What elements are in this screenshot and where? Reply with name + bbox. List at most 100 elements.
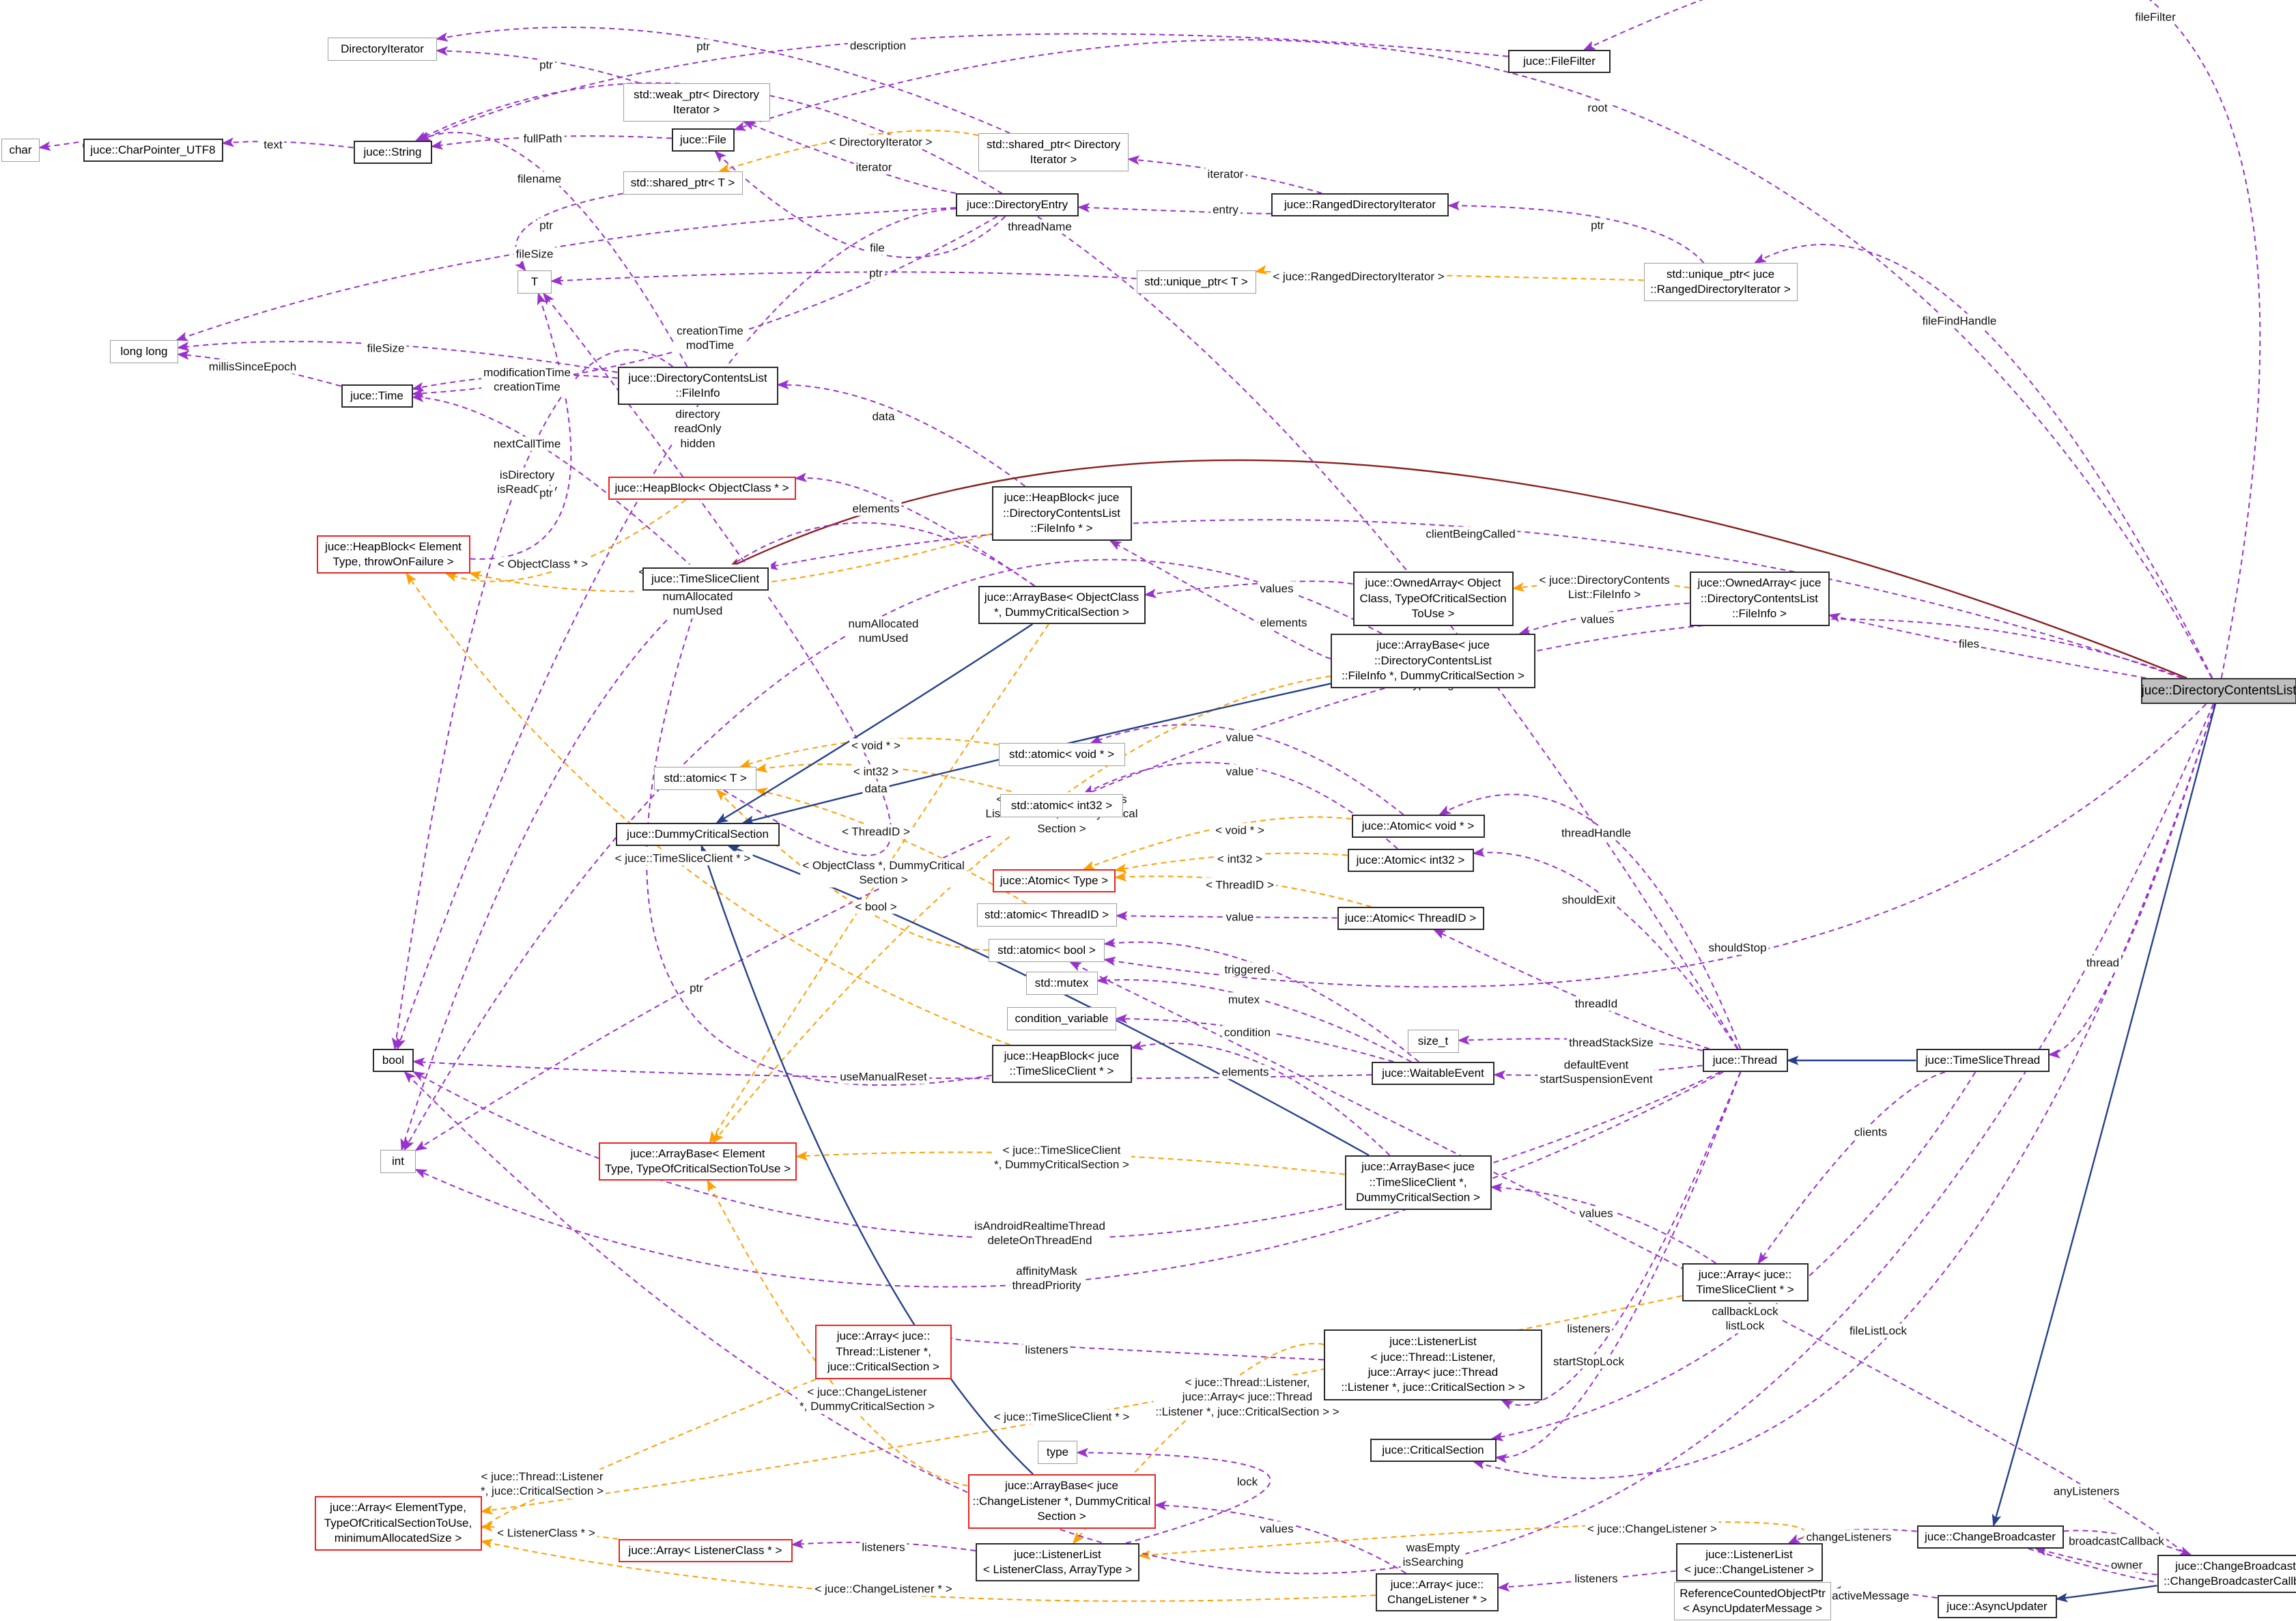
node-ab-element[interactable]: juce::ArrayBase< Element Type, TypeOfCri…: [599, 1142, 797, 1181]
node-arr-tsc[interactable]: juce::Array< juce:: TimeSliceClient * >: [1682, 1263, 1809, 1301]
node-atomic-voidp-j[interactable]: juce::Atomic< void * >: [1351, 815, 1485, 838]
node-changebroadcaster[interactable]: juce::ChangeBroadcaster: [1916, 1525, 2064, 1549]
edge-ab_changelistener-to-ab_element: [707, 1179, 968, 1486]
node-cbc[interactable]: juce::ChangeBroadcaster ::ChangeBroadcas…: [2157, 1555, 2296, 1593]
edge-arr_listenerclass-to-arr_element: [480, 1522, 619, 1540]
node-timesliceclient[interactable]: juce::TimeSliceClient: [642, 567, 769, 591]
edge-direntry-to-file: [714, 150, 1006, 258]
edge-atomic_threadid_j-to-atomic_type_j: [1114, 872, 1372, 907]
edge-dcl-to-atomic_bool: [1103, 703, 2207, 988]
node-char[interactable]: char: [1, 139, 40, 162]
edge-atomic_int32_j-to-atomic_type_j: [1114, 852, 1348, 873]
edge-hb_element-to-T: [470, 292, 572, 560]
node-hb-objectclass[interactable]: juce::HeapBlock< ObjectClass * >: [608, 477, 796, 500]
node-ab-fileinfo[interactable]: juce::ArrayBase< juce ::DirectoryContent…: [1331, 634, 1535, 688]
node-ll-generic[interactable]: juce::ListenerList < ListenerClass, Arra…: [976, 1543, 1139, 1581]
edge-thread-to-size_t: [1457, 1035, 1703, 1052]
node-T[interactable]: T: [518, 270, 552, 294]
node-atomic-int32-j[interactable]: juce::Atomic< int32 >: [1347, 849, 1474, 872]
edge-ab_fileinfo-to-int: [403, 559, 1383, 1151]
node-atomic-int32[interactable]: std::atomic< int32 >: [1000, 794, 1123, 817]
node-size-t[interactable]: size_t: [1407, 1030, 1459, 1053]
node-oa-fileinfo[interactable]: juce::OwnedArray< juce ::DirectoryConten…: [1689, 572, 1830, 626]
edge-rangeddi-to-shared_ptr_di: [1127, 155, 1322, 194]
edge-oa_fileinfo-to-ab_fileinfo: [1518, 602, 1690, 635]
node-hb-tsc[interactable]: juce::HeapBlock< juce ::TimeSliceClient …: [991, 1045, 1132, 1083]
node-dcl[interactable]: juce::DirectoryContentsList: [2141, 678, 2296, 704]
edge-oa_fileinfo-to-oa_generic: [1512, 581, 1690, 592]
edge-weak_ptr_di-to-dir_iterator: [436, 46, 640, 84]
edge-ab_objectclass-to-dummycs: [715, 623, 1034, 824]
node-direntry[interactable]: juce::DirectoryEntry: [956, 193, 1079, 216]
node-atomic-voidp[interactable]: std::atomic< void * >: [998, 743, 1125, 766]
node-waitable[interactable]: juce::WaitableEvent: [1372, 1062, 1494, 1085]
node-bool[interactable]: bool: [373, 1049, 414, 1072]
node-arr-threadlistener[interactable]: juce::Array< juce:: Thread::Listener *, …: [815, 1325, 952, 1379]
node-unique-ptr-t[interactable]: std::unique_ptr< T >: [1136, 270, 1256, 294]
node-longlong[interactable]: long long: [110, 340, 178, 363]
edge-dcl-to-changebroadcaster: [1992, 703, 2217, 1527]
edge-shared_ptr_t-to-T: [515, 193, 623, 272]
edge-ll_thread-to-arr_threadlistener: [939, 1335, 1324, 1361]
node-charpointer[interactable]: juce::CharPointer_UTF8: [83, 139, 223, 162]
node-atomic-type-j[interactable]: juce::Atomic< Type >: [993, 869, 1116, 892]
edge-thread-to-int: [414, 1071, 1724, 1288]
node-atomic-t[interactable]: std::atomic< T >: [654, 767, 756, 790]
node-atomic-threadid-j[interactable]: juce::Atomic< ThreadID >: [1337, 907, 1484, 930]
node-ab-changelistener[interactable]: juce::ArrayBase< juce ::ChangeListener *…: [967, 1474, 1156, 1529]
node-filefilter[interactable]: juce::FileFilter: [1508, 50, 1611, 73]
node-oa-generic[interactable]: juce::OwnedArray< Object Class, TypeOfCr…: [1352, 572, 1514, 626]
node-time[interactable]: juce::Time: [341, 384, 413, 408]
node-hb-element[interactable]: juce::HeapBlock< Element Type, throwOnFa…: [316, 535, 470, 574]
edge-cbc-to-changebroadcaster: [2034, 1547, 2157, 1575]
node-type[interactable]: type: [1038, 1441, 1077, 1464]
node-criticalsection[interactable]: juce::CriticalSection: [1370, 1439, 1497, 1462]
node-atomic-threadid[interactable]: std::atomic< ThreadID >: [976, 903, 1117, 927]
edge-atomic_threadid_j-to-atomic_threadid: [1115, 911, 1337, 921]
node-int[interactable]: int: [380, 1150, 416, 1173]
node-ll-thread[interactable]: juce::ListenerList < juce::Thread::Liste…: [1324, 1329, 1542, 1400]
node-file[interactable]: juce::File: [672, 128, 735, 152]
node-dummycs[interactable]: juce::DummyCriticalSection: [616, 823, 780, 846]
node-weak-ptr-di[interactable]: std::weak_ptr< Directory Iterator >: [623, 83, 770, 122]
node-ab-tsc[interactable]: juce::ArrayBase< juce ::TimeSliceClient …: [1344, 1155, 1492, 1210]
node-asyncupdater[interactable]: juce::AsyncUpdater: [1937, 1595, 2057, 1618]
node-condvar[interactable]: condition_variable: [1007, 1007, 1116, 1030]
edge-atomic_int32-to-atomic_t: [755, 763, 1021, 795]
node-rangeddi[interactable]: juce::RangedDirectoryIterator: [1271, 193, 1449, 216]
edge-thread-to-criticalsection: [1494, 1071, 1742, 1464]
edge-ab_changelistener-to-dummycs: [700, 845, 1034, 1475]
node-arr-changelistener[interactable]: juce::Array< juce:: ChangeListener * >: [1376, 1573, 1499, 1611]
edge-atomic_voidp_j-to-atomic_voidp: [1090, 724, 1404, 815]
node-atomic-bool[interactable]: std::atomic< bool >: [989, 939, 1105, 962]
node-dir-iterator[interactable]: DirectoryIterator: [328, 38, 437, 61]
edge-arr_tsc-to-ab_tsc: [1490, 1183, 1716, 1264]
node-shared-ptr-t[interactable]: std::shared_ptr< T >: [623, 171, 743, 195]
node-mutex[interactable]: std::mutex: [1025, 972, 1098, 995]
node-shared-ptr-di[interactable]: std::shared_ptr< Directory Iterator >: [978, 133, 1129, 171]
node-tst[interactable]: juce::TimeSliceThread: [1916, 1049, 2050, 1072]
edge-rangeddi-to-direntry: [1077, 203, 1272, 214]
node-ab-objectclass[interactable]: juce::ArrayBase< ObjectClass *, DummyCri…: [978, 586, 1146, 624]
node-arr-listenerclass[interactable]: juce::Array< ListenerClass * >: [618, 1539, 793, 1562]
node-ll-changelistener[interactable]: juce::ListenerList < juce::ChangeListene…: [1675, 1543, 1823, 1581]
edge-shared_ptr_di-to-shared_ptr_t: [718, 130, 979, 173]
node-thread[interactable]: juce::Thread: [1702, 1049, 1788, 1072]
node-string[interactable]: juce::String: [353, 141, 432, 164]
node-arr-element[interactable]: juce::Array< ElementType, TypeOfCritical…: [314, 1496, 482, 1551]
edge-unique_ptr_rdi-to-unique_ptr_t: [1254, 265, 1644, 281]
edge-dcl-to-oa_fileinfo: [1828, 612, 2146, 679]
node-hb-fileinfo[interactable]: juce::HeapBlock< juce ::DirectoryContent…: [991, 486, 1132, 541]
edge-atomic_bool-to-atomic_t: [715, 789, 989, 951]
edge-hb_tsc-to-timesliceclient: [646, 589, 992, 1086]
edge-direntry-to-longlong: [175, 207, 956, 341]
edge-arr_threadlistener-to-arr_element: [470, 1379, 817, 1539]
edge-ll_thread-to-ll_generic: [1072, 1342, 1324, 1545]
edge-thread-to-ll_thread: [1501, 1071, 1741, 1410]
node-refcounted[interactable]: ReferenceCountedObjectPtr < AsyncUpdater…: [1674, 1582, 1831, 1620]
node-fileinfo[interactable]: juce::DirectoryContentsList ::FileInfo: [617, 367, 778, 405]
node-unique-ptr-rdi[interactable]: std::unique_ptr< juce ::RangedDirectoryI…: [1643, 263, 1798, 301]
edge-waitable-to-condvar: [1115, 1014, 1394, 1062]
edge-changebroadcaster-to-ll_changelistener: [1787, 1528, 1917, 1544]
edge-ll_generic-to-arr_listenerclass: [791, 1538, 976, 1552]
